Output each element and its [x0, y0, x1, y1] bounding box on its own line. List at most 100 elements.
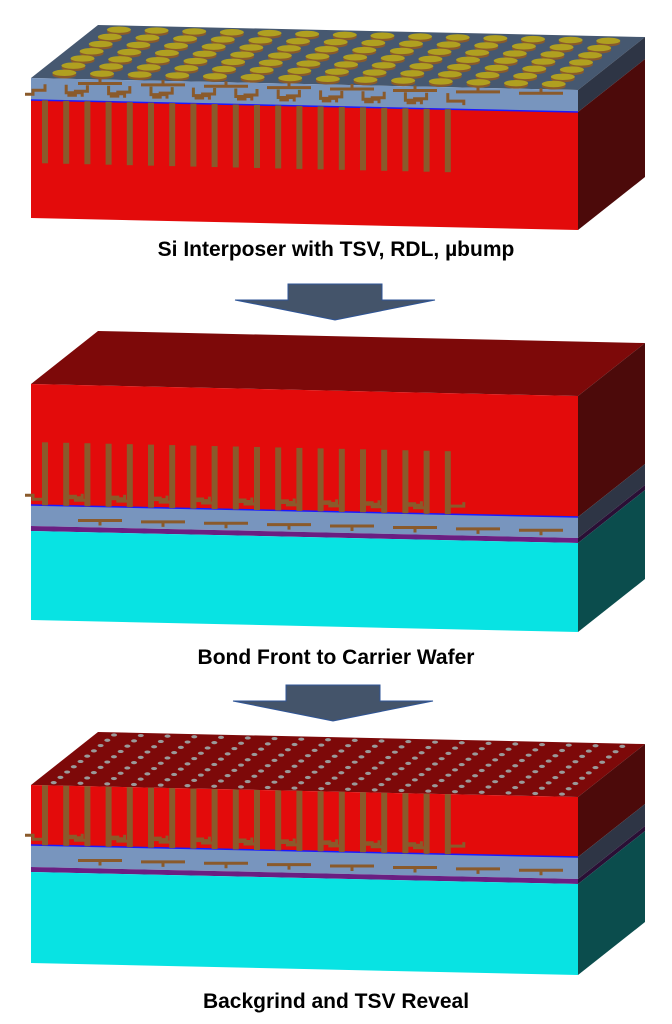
microbump	[144, 27, 169, 34]
silicon-top-face	[31, 331, 645, 397]
microbump	[511, 43, 536, 50]
revealed-tsv	[304, 775, 311, 780]
revealed-tsv	[325, 738, 332, 742]
revealed-tsv	[498, 774, 505, 778]
microbump	[117, 48, 142, 56]
silicon-top-face	[31, 732, 645, 798]
microbump	[164, 42, 189, 49]
tsv	[169, 788, 176, 849]
microbump	[221, 58, 246, 66]
rdl-trace	[279, 89, 301, 102]
tsv	[254, 446, 260, 510]
tsv	[169, 445, 176, 509]
revealed-tsv	[458, 762, 465, 767]
revealed-tsv	[411, 756, 418, 760]
microbump	[286, 37, 311, 45]
rdl-trace	[267, 863, 311, 870]
revealed-tsv	[110, 755, 117, 759]
microbump	[389, 47, 414, 55]
arrow-body	[234, 283, 436, 321]
revealed-tsv	[137, 777, 144, 781]
revealed-tsv	[585, 771, 592, 775]
tsv	[42, 442, 48, 506]
rdl-trace	[364, 501, 386, 513]
microbump	[343, 54, 368, 61]
microbump	[61, 62, 86, 69]
adhesive-side	[578, 826, 645, 885]
microbump	[248, 37, 273, 44]
revealed-tsv	[217, 779, 224, 783]
rdl-trace	[267, 523, 311, 530]
revealed-tsv	[358, 755, 365, 759]
tsv	[148, 787, 154, 848]
microbump	[174, 65, 199, 72]
caption-bond: Bond Front to Carrier Wafer	[197, 646, 475, 669]
revealed-tsv	[218, 735, 225, 739]
rdl-trace	[204, 861, 248, 869]
adhesive-front	[31, 867, 578, 885]
revealed-tsv	[599, 760, 606, 764]
microbump	[371, 62, 396, 69]
revealed-tsv	[130, 782, 137, 787]
rdl-trace	[267, 82, 311, 90]
rdl-trace	[141, 520, 185, 527]
revealed-tsv	[164, 778, 171, 782]
revealed-tsv	[405, 761, 412, 765]
rdl-trace	[152, 836, 174, 849]
tsv	[84, 443, 91, 507]
revealed-tsv	[291, 764, 298, 768]
revealed-tsv	[171, 772, 178, 777]
microbump	[127, 71, 152, 78]
revealed-tsv	[472, 752, 479, 756]
rdl-trace	[237, 498, 259, 510]
tsv	[126, 787, 133, 848]
tsv	[42, 100, 48, 164]
revealed-tsv	[452, 746, 459, 750]
barrier-line	[30, 99, 579, 113]
microbump	[400, 70, 425, 77]
rdl-trace	[456, 867, 500, 874]
microbump	[212, 65, 237, 73]
barrier-line	[30, 504, 579, 518]
revealed-tsv	[264, 742, 271, 746]
rdl-dielectric-front	[31, 78, 578, 113]
revealed-tsv	[505, 769, 512, 773]
microbump	[314, 46, 339, 53]
revealed-tsv	[77, 759, 84, 764]
rdl-trace	[446, 842, 466, 855]
microbump	[474, 42, 499, 49]
microbump	[230, 51, 255, 58]
revealed-tsv	[425, 767, 432, 771]
rdl-trace	[78, 519, 122, 526]
revealed-tsv	[559, 748, 566, 753]
revealed-tsv	[538, 764, 545, 768]
microbump	[549, 43, 574, 51]
tsv	[126, 102, 133, 166]
microbump	[531, 58, 556, 65]
rdl-trace	[25, 493, 47, 506]
revealed-tsv	[244, 779, 251, 784]
revealed-tsv	[311, 770, 318, 774]
microbump	[136, 64, 161, 71]
revealed-tsv	[298, 759, 305, 763]
revealed-tsv	[284, 769, 291, 774]
revealed-tsv	[492, 780, 499, 784]
microbump	[418, 55, 443, 63]
microbump	[391, 77, 416, 84]
revealed-tsv	[291, 742, 298, 747]
rdl-trace	[141, 860, 185, 867]
microbump	[295, 30, 320, 38]
revealed-tsv	[90, 771, 97, 775]
revealed-tsv	[184, 740, 191, 744]
microbump	[324, 68, 349, 75]
revealed-tsv	[472, 774, 479, 778]
tsv	[232, 104, 239, 168]
revealed-tsv	[398, 767, 405, 771]
revealed-tsv	[97, 765, 104, 769]
rdl-dielectric-front	[31, 845, 578, 880]
rdl-trace	[194, 837, 217, 850]
tsv	[275, 790, 282, 851]
tsv	[360, 449, 366, 513]
caption-reveal: Backgrind and TSV Reveal	[202, 990, 470, 1013]
revealed-tsv	[318, 743, 325, 747]
